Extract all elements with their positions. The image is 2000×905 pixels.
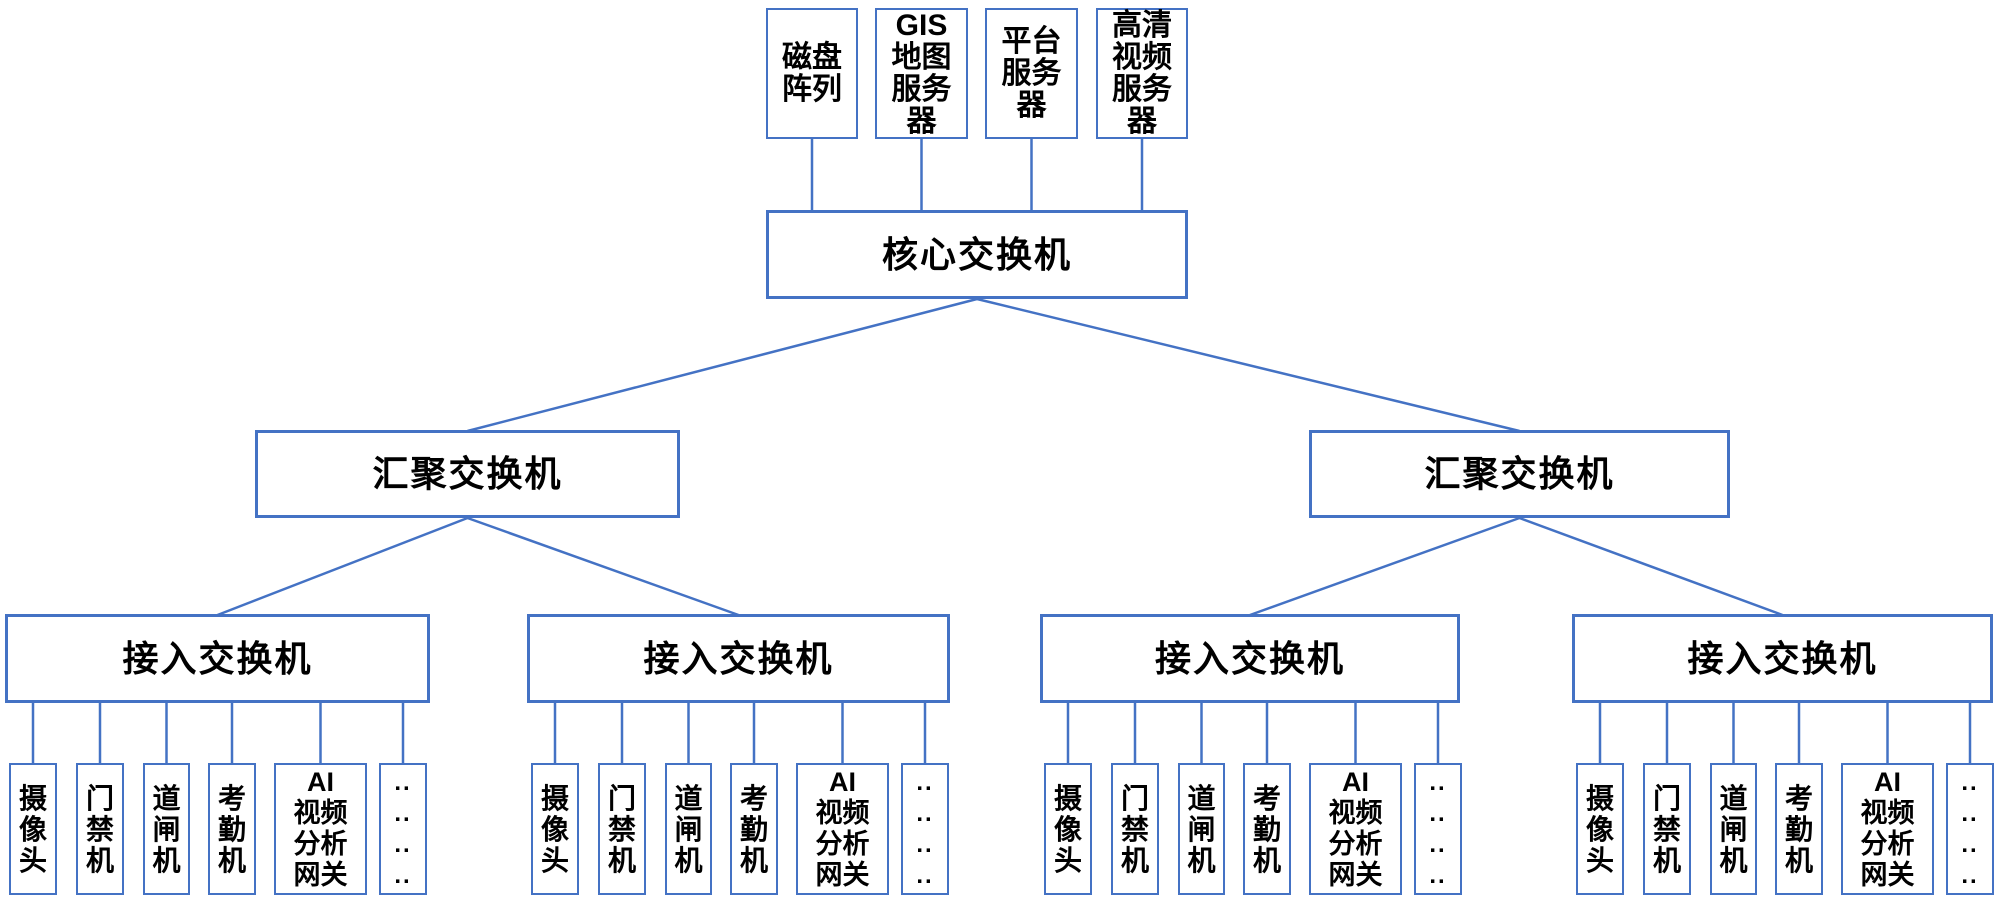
ai-video-gateway-node-1: AI 视频 分析 网关 [274, 763, 367, 895]
door-access-node-1: 门 禁 机 [76, 763, 124, 895]
camera-node-4-label: 摄 像 头 [1585, 782, 1614, 876]
access-switch-node-3-label: 接入交换机 [1154, 637, 1345, 679]
ellipsis-node-1: .. .. .. .. [379, 763, 427, 895]
ellipsis-node-3-label: .. .. .. .. [1429, 769, 1447, 889]
platform-server-node: 平台 服务 器 [985, 8, 1078, 139]
access-switch-node-2-label: 接入交换机 [643, 637, 834, 679]
aggregation-switch-node-1: 汇聚交换机 [255, 430, 680, 518]
ai-video-gateway-node-2-label: AI 视频 分析 网关 [815, 767, 870, 890]
ai-video-gateway-node-3: AI 视频 分析 网关 [1309, 763, 1402, 895]
camera-node-4: 摄 像 头 [1576, 763, 1624, 895]
access-switch-node-3: 接入交换机 [1040, 614, 1460, 703]
attendance-node-2-label: 考 勤 机 [739, 782, 768, 876]
ai-video-gateway-node-4: AI 视频 分析 网关 [1841, 763, 1934, 895]
ai-video-gateway-node-4-label: AI 视频 分析 网关 [1860, 767, 1915, 890]
ai-video-gateway-node-1-label: AI 视频 分析 网关 [293, 767, 348, 890]
attendance-node-2: 考 勤 机 [730, 763, 778, 895]
ai-video-gateway-node-3-label: AI 视频 分析 网关 [1328, 767, 1383, 890]
attendance-node-4: 考 勤 机 [1775, 763, 1823, 895]
attendance-node-3: 考 勤 机 [1243, 763, 1291, 895]
access-switch-node-1: 接入交换机 [5, 614, 430, 703]
camera-node-2: 摄 像 头 [531, 763, 579, 895]
door-access-node-4: 门 禁 机 [1643, 763, 1691, 895]
ellipsis-node-2: .. .. .. .. [901, 763, 949, 895]
door-access-node-1-label: 门 禁 机 [85, 782, 114, 876]
ellipsis-node-4: .. .. .. .. [1946, 763, 1994, 895]
door-access-node-2: 门 禁 机 [598, 763, 646, 895]
aggregation-switch-node-1-label: 汇聚交换机 [372, 453, 563, 494]
access-switch-node-4: 接入交换机 [1572, 614, 1993, 703]
barrier-gate-node-4-label: 道 闸 机 [1719, 782, 1748, 876]
attendance-node-1-label: 考 勤 机 [217, 782, 246, 876]
ai-video-gateway-node-2: AI 视频 分析 网关 [796, 763, 889, 895]
ellipsis-node-4-label: .. .. .. .. [1961, 769, 1979, 889]
door-access-node-3-label: 门 禁 机 [1120, 782, 1149, 876]
access-switch-node-4-label: 接入交换机 [1687, 637, 1878, 679]
gis-map-server-node-label: GIS 地图 服务 器 [891, 8, 952, 138]
hd-video-server-node: 高清 视频 服务 器 [1096, 8, 1188, 139]
platform-server-node-label: 平台 服务 器 [1001, 24, 1062, 122]
attendance-node-4-label: 考 勤 机 [1784, 782, 1813, 876]
aggregation-switch-node-2: 汇聚交换机 [1309, 430, 1730, 518]
core-switch-node: 核心交换机 [766, 210, 1188, 299]
barrier-gate-node-3-label: 道 闸 机 [1187, 782, 1216, 876]
barrier-gate-node-2: 道 闸 机 [665, 763, 712, 895]
access-switch-node-2: 接入交换机 [527, 614, 950, 703]
camera-node-3: 摄 像 头 [1044, 763, 1092, 895]
ellipsis-node-2-label: .. .. .. .. [916, 769, 934, 889]
ellipsis-node-3: .. .. .. .. [1414, 763, 1462, 895]
core-switch-node-label: 核心交换机 [881, 233, 1072, 275]
barrier-gate-node-4: 道 闸 机 [1710, 763, 1757, 895]
barrier-gate-node-2-label: 道 闸 机 [674, 782, 703, 876]
attendance-node-1: 考 勤 机 [208, 763, 256, 895]
camera-node-1-label: 摄 像 头 [18, 782, 47, 876]
camera-node-2-label: 摄 像 头 [540, 782, 569, 876]
door-access-node-3: 门 禁 机 [1111, 763, 1159, 895]
door-access-node-4-label: 门 禁 机 [1652, 782, 1681, 876]
barrier-gate-node-1-label: 道 闸 机 [152, 782, 181, 876]
camera-node-3-label: 摄 像 头 [1053, 782, 1082, 876]
disk-array-node: 磁盘 阵列 [766, 8, 858, 139]
attendance-node-3-label: 考 勤 机 [1252, 782, 1281, 876]
barrier-gate-node-3: 道 闸 机 [1178, 763, 1225, 895]
barrier-gate-node-1: 道 闸 机 [143, 763, 190, 895]
access-switch-node-1-label: 接入交换机 [122, 637, 313, 679]
door-access-node-2-label: 门 禁 机 [607, 782, 636, 876]
ellipsis-node-1-label: .. .. .. .. [394, 769, 412, 889]
disk-array-node-label: 磁盘 阵列 [782, 40, 842, 106]
camera-node-1: 摄 像 头 [9, 763, 57, 895]
hd-video-server-node-label: 高清 视频 服务 器 [1112, 8, 1172, 138]
aggregation-switch-node-2-label: 汇聚交换机 [1424, 453, 1615, 494]
gis-map-server-node: GIS 地图 服务 器 [875, 8, 968, 139]
